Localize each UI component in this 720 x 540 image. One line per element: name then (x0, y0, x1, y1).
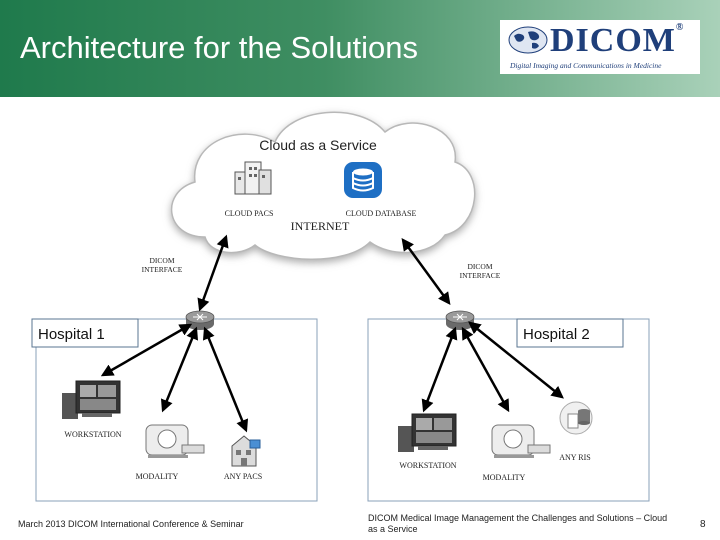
hospital2-ris-icon (559, 401, 593, 435)
hospital1-workstation-label: WORKSTATION (64, 430, 121, 439)
hospital1-pacs-icon (231, 435, 261, 467)
arrow-h2-ris (468, 321, 564, 399)
hospital1-router-icon (185, 310, 215, 330)
hospital1-modality-label: MODALITY (136, 472, 179, 481)
page-number: 8 (700, 519, 706, 530)
architecture-diagram: Cloud as a Service CLOUD PACS CLOUD DATA… (31, 111, 650, 502)
internet-label: INTERNET (291, 219, 350, 233)
cloud-pacs-icon (234, 161, 272, 195)
footer-conference: March 2013 DICOM International Conferenc… (18, 519, 244, 529)
hospital1-modality-icon (145, 424, 205, 458)
logo-tagline: Digital Imaging and Communications in Me… (510, 61, 662, 70)
right-interface-label-line2: INTERFACE (460, 271, 501, 280)
hospital2-workstation-icon (398, 413, 457, 452)
left-interface-label-line1: DICOM (149, 256, 174, 265)
hospital2-ris-label: ANY RIS (559, 453, 590, 462)
cloud-shape (170, 111, 476, 260)
hospital1-name: Hospital 1 (38, 326, 105, 343)
arrow-h1-pacs (202, 326, 249, 433)
right-interface-label-line1: DICOM (467, 262, 492, 271)
slide-header: Architecture for the Solutions DICOM® Di… (0, 0, 720, 97)
footer-title: DICOM Medical Image Management the Chall… (368, 513, 668, 534)
hospital1-pacs-label: ANY PACS (224, 472, 262, 481)
logo-wordmark: DICOM® (550, 22, 685, 59)
slide-title: Architecture for the Solutions (20, 30, 419, 65)
arrow-h1-modality (160, 326, 199, 413)
hospital2-workstation-label: WORKSTATION (399, 461, 456, 470)
hospital1-workstation-icon (62, 380, 121, 419)
left-interface-label-line2: INTERFACE (142, 265, 183, 274)
arrow-h2-workstation (421, 326, 458, 413)
hospital2-name: Hospital 2 (523, 326, 590, 343)
cloud-database-label: CLOUD DATABASE (346, 209, 417, 218)
dicom-logo: DICOM® Digital Imaging and Communication… (500, 20, 700, 74)
hospital2-modality-icon (491, 424, 551, 458)
cloud-pacs-label: CLOUD PACS (225, 209, 274, 218)
arrow-cloud-hospital1 (197, 234, 229, 312)
cloud-title: Cloud as a Service (259, 137, 377, 153)
globe-icon (508, 26, 548, 54)
cloud-database-icon (344, 162, 382, 198)
hospital2-modality-label: MODALITY (483, 473, 526, 482)
arrow-cloud-hospital2 (401, 237, 451, 306)
hospital2-router-icon (445, 310, 475, 330)
